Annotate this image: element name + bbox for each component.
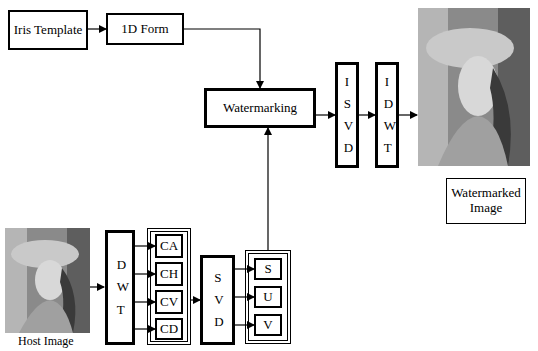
- transform-box: S V D: [200, 255, 235, 345]
- node-text: S: [264, 262, 271, 277]
- node-text: I S V D: [344, 71, 351, 159]
- flow-arrow: [359, 114, 375, 115]
- subband-box: CV: [155, 290, 183, 314]
- node-text: I D W T: [384, 71, 391, 159]
- flow-arrow: [191, 299, 200, 300]
- node-text: CH: [160, 267, 178, 282]
- subband-box: CD: [155, 318, 183, 340]
- node-text: CV: [160, 295, 178, 310]
- matrix-box: U: [254, 286, 282, 308]
- flow-arrow: [184, 29, 260, 88]
- flow-arrow: [135, 301, 155, 302]
- process-box: Iris Template: [8, 10, 88, 50]
- host-arrow: [90, 286, 104, 287]
- node-text: U: [263, 290, 272, 305]
- matrix-box: S: [254, 258, 282, 280]
- node-text: Watermarking: [223, 101, 297, 116]
- transform-box: D W T: [105, 230, 135, 345]
- node-text: Watermarked Image: [447, 186, 525, 216]
- node-text: D W T: [117, 254, 124, 320]
- matrix-group: SUV: [245, 250, 291, 344]
- node-text: 1D Form: [121, 22, 168, 37]
- flow-arrow: [135, 328, 155, 329]
- image-label: Host Image: [18, 334, 74, 349]
- flow-arrow: [135, 245, 155, 246]
- process-box: Watermarking: [204, 88, 316, 128]
- subband-group: CA CH CV CD: [147, 228, 191, 345]
- host-photo: [5, 228, 90, 333]
- subband-box: CA: [155, 234, 183, 258]
- caption-box: Watermarked Image: [446, 178, 526, 224]
- node-text: CA: [160, 239, 178, 254]
- flow-arrow: [316, 114, 335, 115]
- transform-box: I D W T: [375, 62, 399, 168]
- node-text: Iris Template: [14, 23, 83, 38]
- watermarked-photo: [418, 8, 530, 166]
- transform-box: I S V D: [335, 62, 359, 168]
- matrix-box: V: [254, 314, 282, 336]
- subband-box: CH: [155, 262, 183, 286]
- flow-arrow: [88, 28, 106, 29]
- process-box: 1D Form: [106, 13, 184, 45]
- flow-arrow: [267, 128, 268, 250]
- node-text: S V D: [214, 267, 221, 333]
- output-arrow: [399, 114, 417, 115]
- node-text: V: [263, 318, 272, 333]
- node-text: CD: [160, 322, 178, 337]
- flow-arrow: [135, 273, 155, 274]
